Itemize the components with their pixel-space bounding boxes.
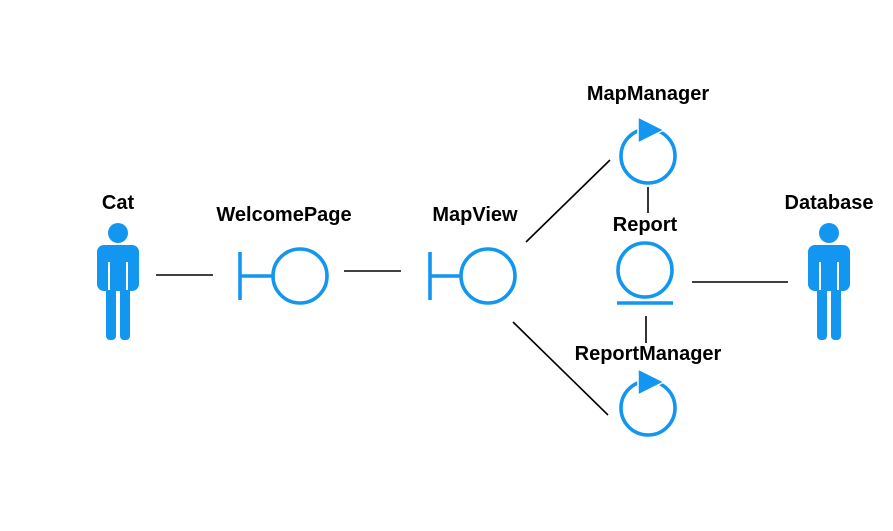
actor-database[interactable]: Database xyxy=(785,192,874,340)
boundary-label: WelcomePage xyxy=(216,204,351,226)
entity-label: Report xyxy=(613,214,678,236)
boundary-icon xyxy=(238,247,329,305)
control-label: ReportManager xyxy=(575,343,722,365)
control-reportmanager[interactable]: ReportManager xyxy=(575,343,722,437)
connector-mapview-mapmanager xyxy=(525,159,611,243)
control-mapmanager[interactable]: MapManager xyxy=(587,83,709,185)
actor-label: Database xyxy=(785,192,874,214)
entity-icon xyxy=(616,241,674,305)
control-label: MapManager xyxy=(587,83,709,105)
boundary-mapview[interactable]: MapView xyxy=(428,204,518,305)
actor-icon xyxy=(97,223,139,340)
boundary-label: MapView xyxy=(432,204,518,226)
boundary-welcomepage[interactable]: WelcomePage xyxy=(216,204,352,305)
control-icon xyxy=(619,368,677,437)
control-icon xyxy=(619,116,677,185)
actor-icon xyxy=(808,223,850,340)
boundary-icon xyxy=(428,247,517,305)
entity-report[interactable]: Report xyxy=(613,214,678,305)
actor-label: Cat xyxy=(102,192,135,214)
actor-cat[interactable]: Cat xyxy=(97,192,139,340)
connector-mapview-reportmanager xyxy=(512,321,609,416)
